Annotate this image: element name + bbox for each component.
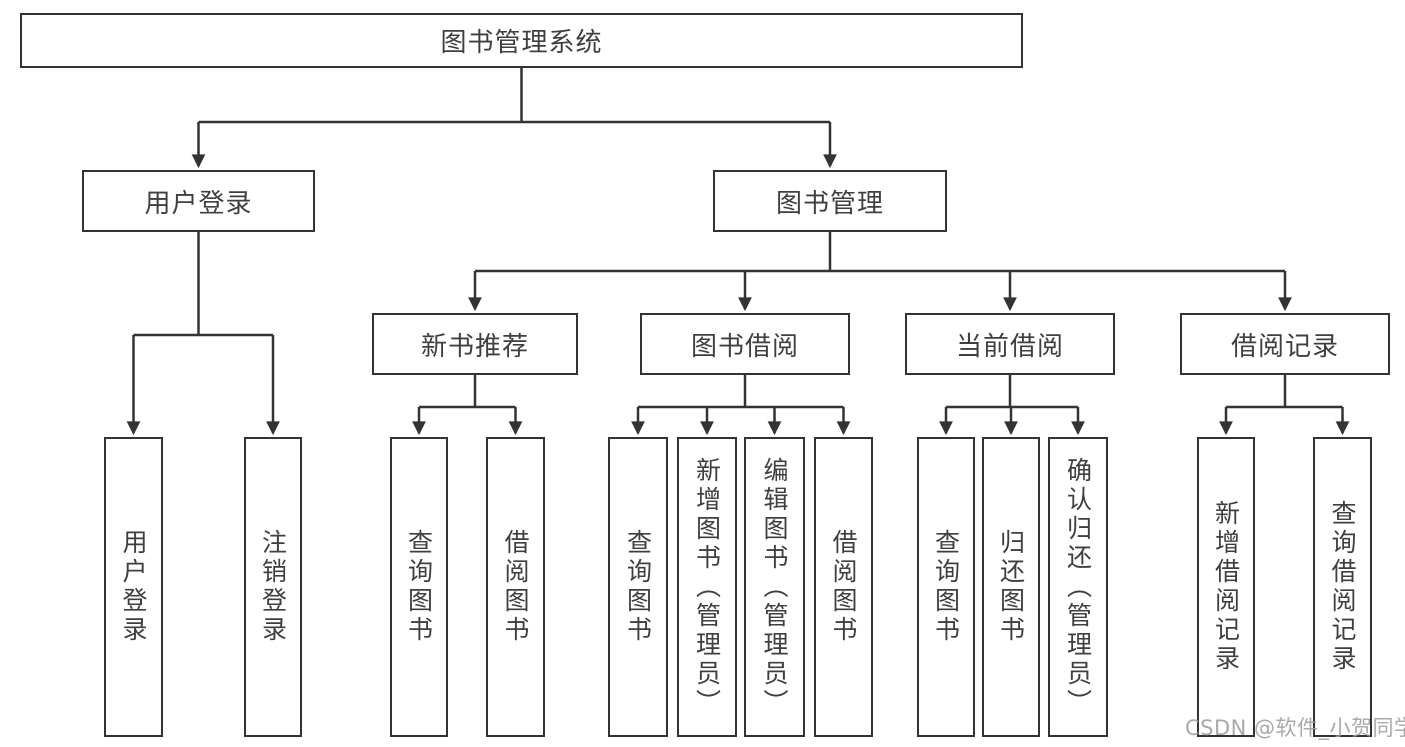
leaf-query-borrow-record: 查询借阅记录 xyxy=(1313,437,1372,737)
leaf-confirm-return-admin: 确认归还（管理员） xyxy=(1048,437,1108,737)
leaf-borrow-books-recommend: 借阅图书 xyxy=(486,437,545,737)
leaf-query-books-current: 查询图书 xyxy=(917,437,975,737)
node-book-management: 图书管理 xyxy=(713,170,947,232)
leaf-borrow-books-borrowing: 借阅图书 xyxy=(814,437,873,737)
leaf-return-books: 归还图书 xyxy=(982,437,1040,737)
leaf-add-borrow-record: 新增借阅记录 xyxy=(1197,437,1255,737)
leaf-user-login: 用户登录 xyxy=(104,437,163,737)
leaf-query-books-recommend: 查询图书 xyxy=(390,437,448,737)
node-library-management-system: 图书管理系统 xyxy=(20,13,1023,68)
leaf-label: 编辑图书（管理员） xyxy=(760,456,789,718)
leaf-label: 借阅图书 xyxy=(501,529,530,645)
leaf-label: 新增图书（管理员） xyxy=(692,456,722,718)
leaf-label: 注销登录 xyxy=(258,529,288,645)
node-user-login: 用户登录 xyxy=(82,170,315,232)
csdn-watermark: CSDN @软件_小贺同学 xyxy=(1185,716,1405,740)
node-current-borrowing: 当前借阅 xyxy=(905,313,1115,375)
leaf-label: 借阅图书 xyxy=(829,529,858,645)
leaf-label: 新增借阅记录 xyxy=(1211,500,1241,674)
leaf-label: 查询借阅记录 xyxy=(1328,500,1357,674)
leaf-add-books-admin: 新增图书（管理员） xyxy=(677,437,737,737)
leaf-label: 查询图书 xyxy=(623,529,653,645)
node-book-borrowing: 图书借阅 xyxy=(640,313,850,375)
leaf-label: 查询图书 xyxy=(931,529,961,645)
node-new-book-recommend: 新书推荐 xyxy=(372,313,578,375)
leaf-query-books-borrowing: 查询图书 xyxy=(608,437,668,737)
leaf-label: 确认归还（管理员） xyxy=(1063,456,1093,718)
leaf-label: 归还图书 xyxy=(996,529,1026,645)
leaf-label: 查询图书 xyxy=(404,529,434,645)
leaf-label: 用户登录 xyxy=(119,529,148,645)
node-borrowing-records: 借阅记录 xyxy=(1180,313,1390,375)
leaf-edit-books-admin: 编辑图书（管理员） xyxy=(744,437,805,737)
leaf-logout: 注销登录 xyxy=(244,437,302,737)
